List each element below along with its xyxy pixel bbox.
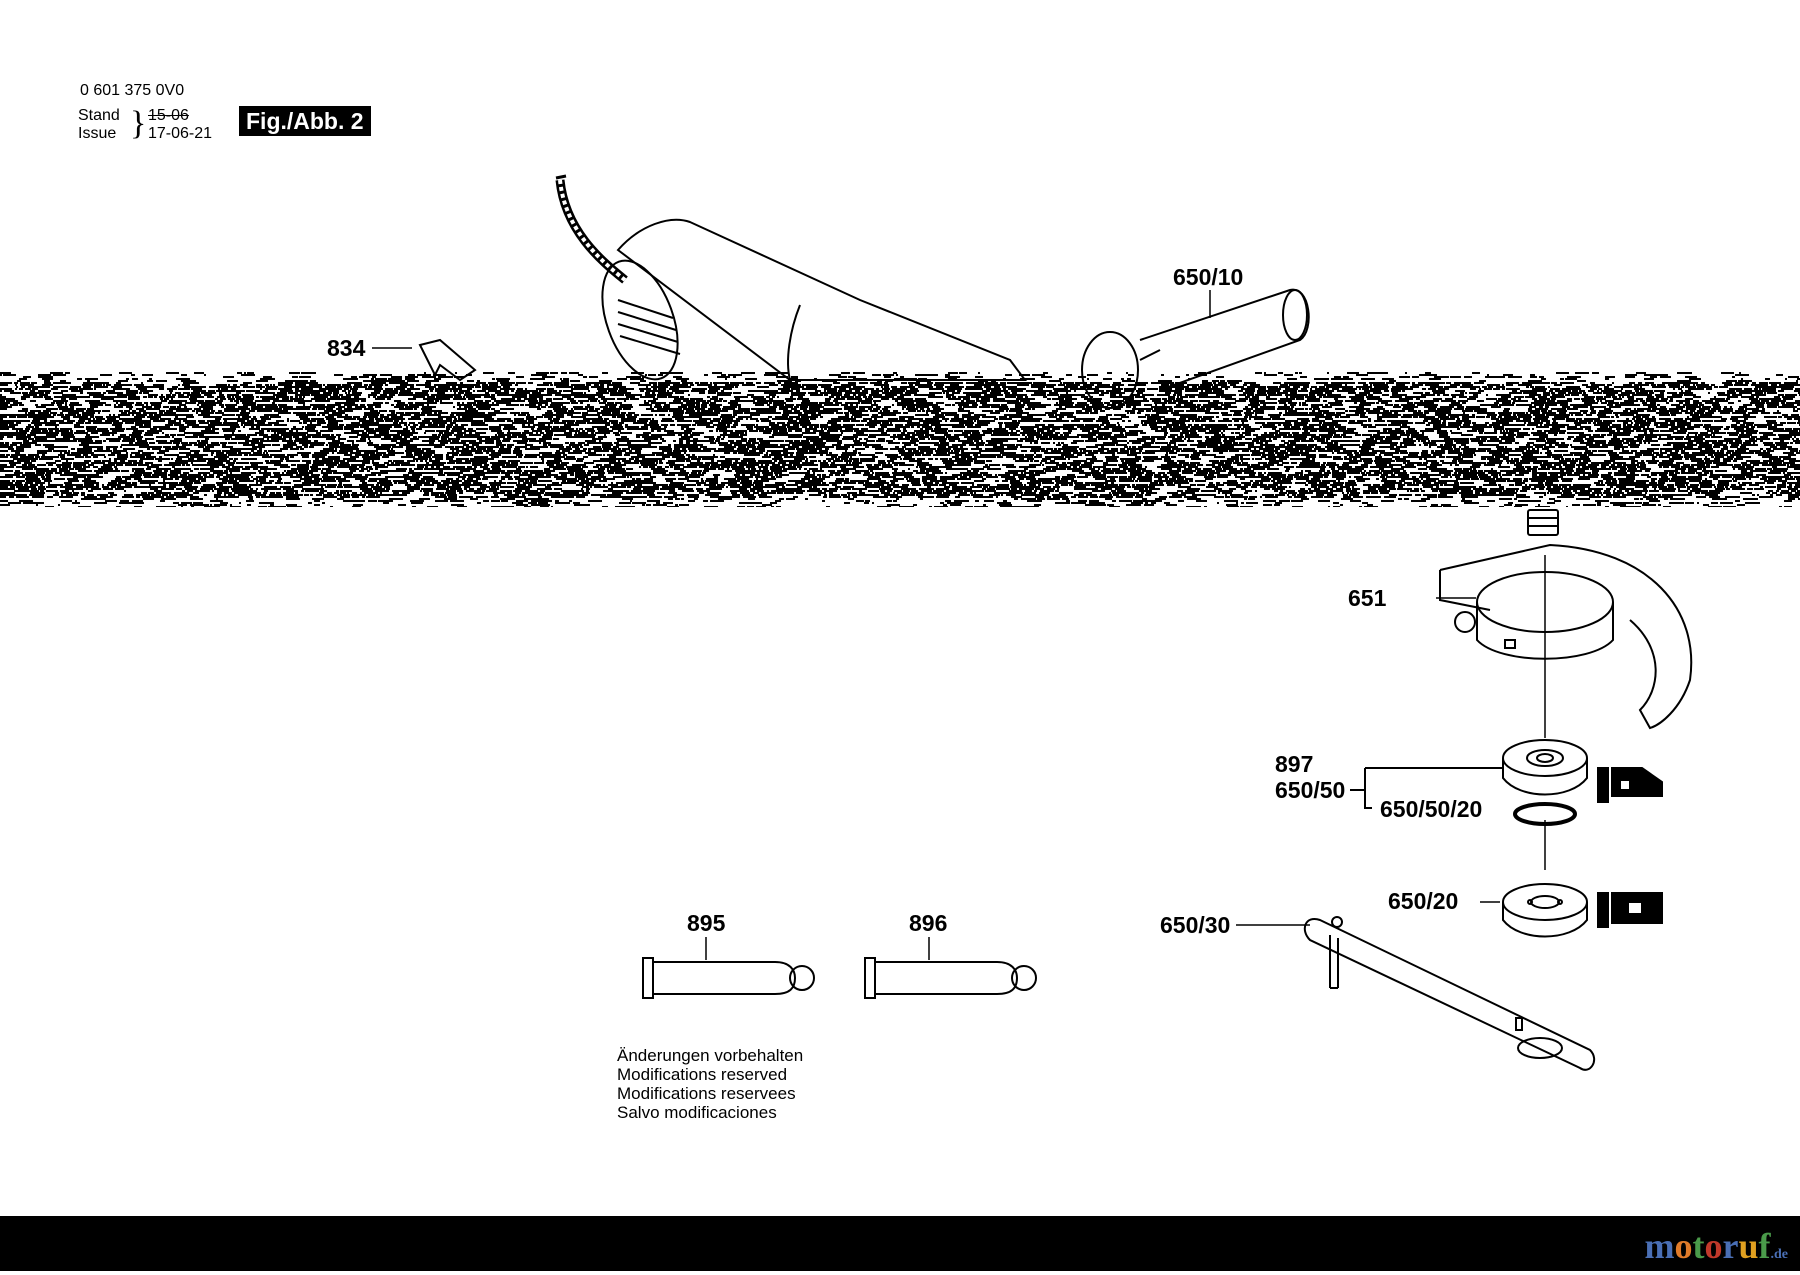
logo-letter: m	[1644, 1226, 1674, 1266]
part-label-895: 895	[687, 910, 725, 936]
part-label-650-20: 650/20	[1388, 888, 1458, 914]
motoruf-logo: motoruf.de	[1644, 1226, 1788, 1275]
two-pin-spanner-650-30	[1305, 917, 1594, 1070]
logo-letter: t	[1692, 1226, 1704, 1266]
part-label-651: 651	[1348, 585, 1386, 611]
part-label-650-30: 650/30	[1160, 912, 1230, 938]
part-label-897: 897	[1275, 751, 1313, 777]
logo-letter: r	[1722, 1226, 1738, 1266]
part-label-650-10: 650/10	[1173, 264, 1243, 290]
logo-letter: f	[1759, 1226, 1771, 1266]
part-label-834: 834	[327, 335, 365, 361]
note-line: Modifications reservees	[617, 1084, 803, 1103]
logo-suffix: .de	[1771, 1247, 1789, 1262]
brace-glyph: }	[130, 106, 146, 142]
noise-dashes	[0, 372, 1800, 507]
note-line: Modifications reserved	[617, 1065, 803, 1084]
doc-number: 0 601 375 0V0	[80, 82, 184, 100]
section-view-650-50	[1598, 768, 1662, 802]
stand-date: 15-06	[148, 107, 189, 125]
modification-notes: Änderungen vorbehalten Modifications res…	[617, 1046, 803, 1122]
note-line: Änderungen vorbehalten	[617, 1046, 803, 1065]
note-line: Salvo modificaciones	[617, 1103, 803, 1122]
flange-650-20	[1503, 884, 1587, 937]
scan-noise-pattern	[0, 372, 1800, 507]
figure-label: Fig./Abb. 2	[239, 106, 371, 136]
logo-letter: u	[1738, 1226, 1758, 1266]
grease-tube-895	[643, 958, 814, 998]
motor-housing	[588, 220, 1025, 390]
issue-label: Issue	[78, 125, 116, 143]
flange-nut-650-50	[1503, 740, 1587, 795]
part-label-650-50-20: 650/50/20	[1380, 796, 1482, 822]
issue-date: 17-06-21	[148, 125, 212, 143]
bottom-bar	[0, 1216, 1800, 1271]
logo-letter: o	[1704, 1226, 1722, 1266]
part-label-896: 896	[909, 910, 947, 936]
power-cord	[560, 180, 625, 280]
grease-tube-896	[865, 958, 1036, 998]
spindle-thread	[1528, 510, 1558, 535]
scan-noise-band	[0, 372, 1800, 507]
wheel-guard-651	[1440, 545, 1691, 728]
logo-letter: o	[1674, 1226, 1692, 1266]
stand-label: Stand	[78, 107, 120, 125]
part-label-650-50: 650/50	[1275, 777, 1345, 803]
section-view-650-20	[1598, 893, 1662, 927]
